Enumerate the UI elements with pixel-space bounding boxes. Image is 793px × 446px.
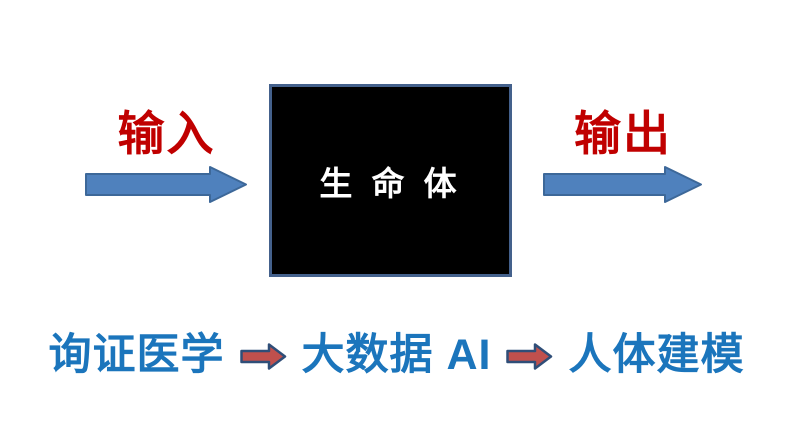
- input-label: 输入: [117, 107, 216, 160]
- flow-arrow-1-icon: [239, 342, 286, 370]
- output-label: 输出: [574, 107, 672, 160]
- flow-step-human-body-modeling: 人体建模: [568, 331, 745, 380]
- output-arrow-icon: [543, 166, 702, 203]
- input-arrow-shape: [85, 166, 247, 203]
- flow-step-big-data-ai: 大数据 AI: [301, 331, 492, 380]
- organism-box-label: 生 命 体: [319, 164, 462, 202]
- output-arrow-shape: [543, 166, 702, 203]
- bottom-flow: 询证医学 大数据 AI 人体建模: [0, 326, 793, 386]
- flow-arrow-2-shape: [506, 342, 553, 370]
- flow-step-evidence-based-medicine: 询证医学: [48, 331, 225, 380]
- input-arrow-icon: [85, 166, 247, 203]
- flow-arrow-2-icon: [506, 342, 553, 370]
- flow-arrow-1-shape: [239, 342, 286, 370]
- organism-box: 生 命 体: [269, 84, 512, 277]
